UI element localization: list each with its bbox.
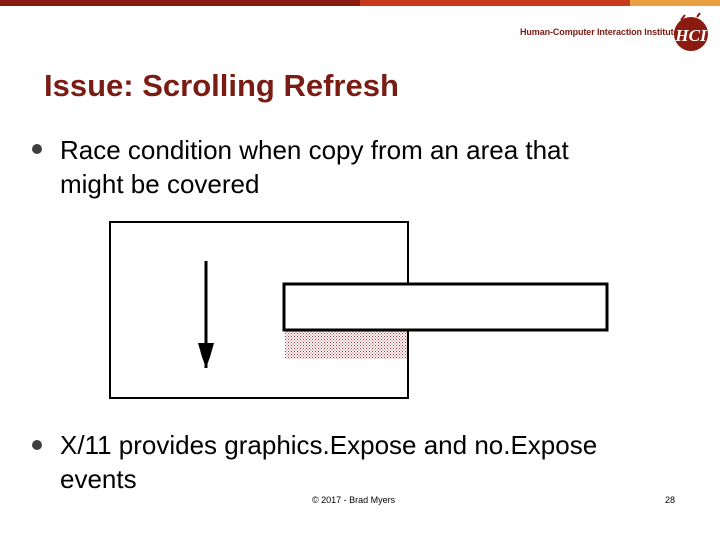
hcii-logo-icon: HCI: [674, 12, 708, 51]
top-color-bar: [0, 0, 720, 6]
bullet-text-1: Race condition when copy from an area th…: [60, 133, 700, 201]
top-bar-segment-red: [360, 0, 630, 6]
bullet-1-line-1: Race condition when copy from an area th…: [60, 135, 569, 165]
scroll-arrow-head: [198, 343, 214, 368]
exposed-region: [285, 331, 407, 359]
footer-page-number: 28: [665, 495, 676, 505]
covering-window: [282, 282, 609, 332]
top-bar-segment-dark-red: [0, 0, 360, 6]
bullet-2-line-1: X/11 provides graphics.Expose and no.Exp…: [60, 430, 598, 460]
bullet-dot-2: [32, 440, 42, 450]
bullet-1-line-2: might be covered: [60, 169, 260, 199]
bullet-dot-1: [32, 144, 42, 154]
bullet-2-line-2: events: [60, 464, 137, 494]
top-bar-segment-orange: [630, 0, 720, 6]
slide-title: Issue: Scrolling Refresh: [44, 68, 399, 103]
svg-text:HCI: HCI: [674, 26, 708, 45]
scroll-window: [109, 221, 409, 399]
footer-copyright: © 2017 - Brad Myers: [312, 495, 396, 505]
bullet-text-2: X/11 provides graphics.Expose and no.Exp…: [60, 428, 700, 496]
institute-name: Human-Computer Interaction Institute: [520, 27, 679, 37]
